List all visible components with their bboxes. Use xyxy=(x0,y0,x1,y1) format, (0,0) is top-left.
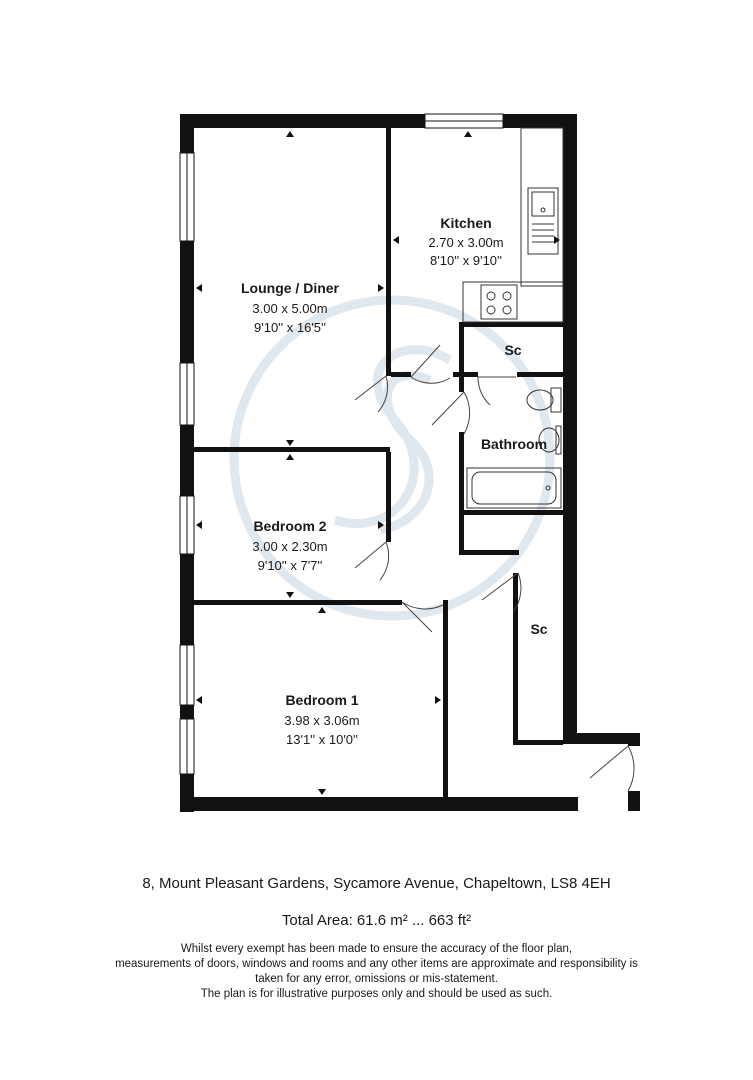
sink-icon xyxy=(527,187,559,255)
dimension-markers xyxy=(196,131,560,795)
room-bathroom: Bathroom xyxy=(481,436,547,452)
room-bedroom-1: Bedroom 1 3.98 x 3.06m 13'1'' x 10'0'' xyxy=(284,692,359,747)
kitchen-counter xyxy=(520,127,564,287)
hob-icon xyxy=(480,284,518,320)
total-area: Total Area: 61.6 m² ... 663 ft² xyxy=(281,912,472,929)
room-bedroom-2: Bedroom 2 3.00 x 2.30m 9'10'' x 7'7'' xyxy=(252,518,327,573)
wall-entrance-top xyxy=(563,733,640,744)
room-sc-lower: Sc xyxy=(530,621,547,637)
room-imperial: 13'1'' x 10'0'' xyxy=(286,732,358,747)
disclaimer-line: measurements of doors, windows and rooms… xyxy=(115,958,638,970)
door-sc-top xyxy=(477,376,516,406)
outer-walls xyxy=(180,114,640,812)
bathroom-fittings xyxy=(466,387,562,509)
door-lounge xyxy=(410,344,451,384)
floor-plan: Lounge / Diner 3.00 x 5.00m 9'10'' x 16'… xyxy=(179,113,640,812)
door-bathroom xyxy=(431,391,471,435)
wall-right xyxy=(563,114,577,744)
toilet-icon xyxy=(526,389,554,411)
wall-left xyxy=(180,114,194,812)
room-imperial: 9'10'' x 7'7'' xyxy=(258,558,323,573)
room-metric: 3.98 x 3.06m xyxy=(284,713,359,728)
watermark-logo xyxy=(229,295,555,621)
door-sc-lower xyxy=(481,572,522,613)
wall-entrance-right xyxy=(628,733,640,746)
kitchen-counter-lower xyxy=(462,281,564,323)
kitchen-fittings xyxy=(462,127,564,323)
room-lounge: Lounge / Diner 3.00 x 5.00m 9'10'' x 16'… xyxy=(241,280,340,335)
disclaimer-line: The plan is for illustrative purposes on… xyxy=(200,988,553,1000)
room-name: Bedroom 1 xyxy=(285,692,358,708)
basin-icon xyxy=(538,427,560,453)
windows xyxy=(179,113,504,775)
wall-entrance-right-lower xyxy=(628,791,640,811)
doors xyxy=(354,344,635,792)
wall-bottom xyxy=(180,797,578,811)
room-metric: 2.70 x 3.00m xyxy=(428,235,503,250)
bathtub-icon xyxy=(466,467,562,509)
room-name: Kitchen xyxy=(440,215,491,231)
room-name: Bedroom 2 xyxy=(253,518,326,534)
room-metric: 3.00 x 2.30m xyxy=(252,539,327,554)
room-sc-upper: Sc xyxy=(504,342,521,358)
room-kitchen: Kitchen 2.70 x 3.00m 8'10'' x 9'10'' xyxy=(428,215,503,268)
door-hall-lounge xyxy=(354,375,389,413)
room-imperial: 9'10'' x 16'5'' xyxy=(254,320,326,335)
room-name: Lounge / Diner xyxy=(241,280,340,296)
disclaimer-line: Whilst every exempt has been made to ens… xyxy=(180,943,573,955)
door-entrance xyxy=(589,745,635,792)
property-address: 8, Mount Pleasant Gardens, Sycamore Aven… xyxy=(142,875,611,892)
disclaimer-line: taken for any error, omissions or mis-st… xyxy=(255,973,498,985)
room-metric: 3.00 x 5.00m xyxy=(252,301,327,316)
door-bedroom2 xyxy=(354,541,390,581)
door-bedroom1 xyxy=(401,601,444,633)
interior-walls xyxy=(194,128,563,797)
disclaimer: Whilst every exempt has been made to ens… xyxy=(0,942,753,1002)
room-imperial: 8'10'' x 9'10'' xyxy=(430,253,502,268)
wall-top-right xyxy=(503,114,577,128)
wall-top-left xyxy=(180,114,425,128)
